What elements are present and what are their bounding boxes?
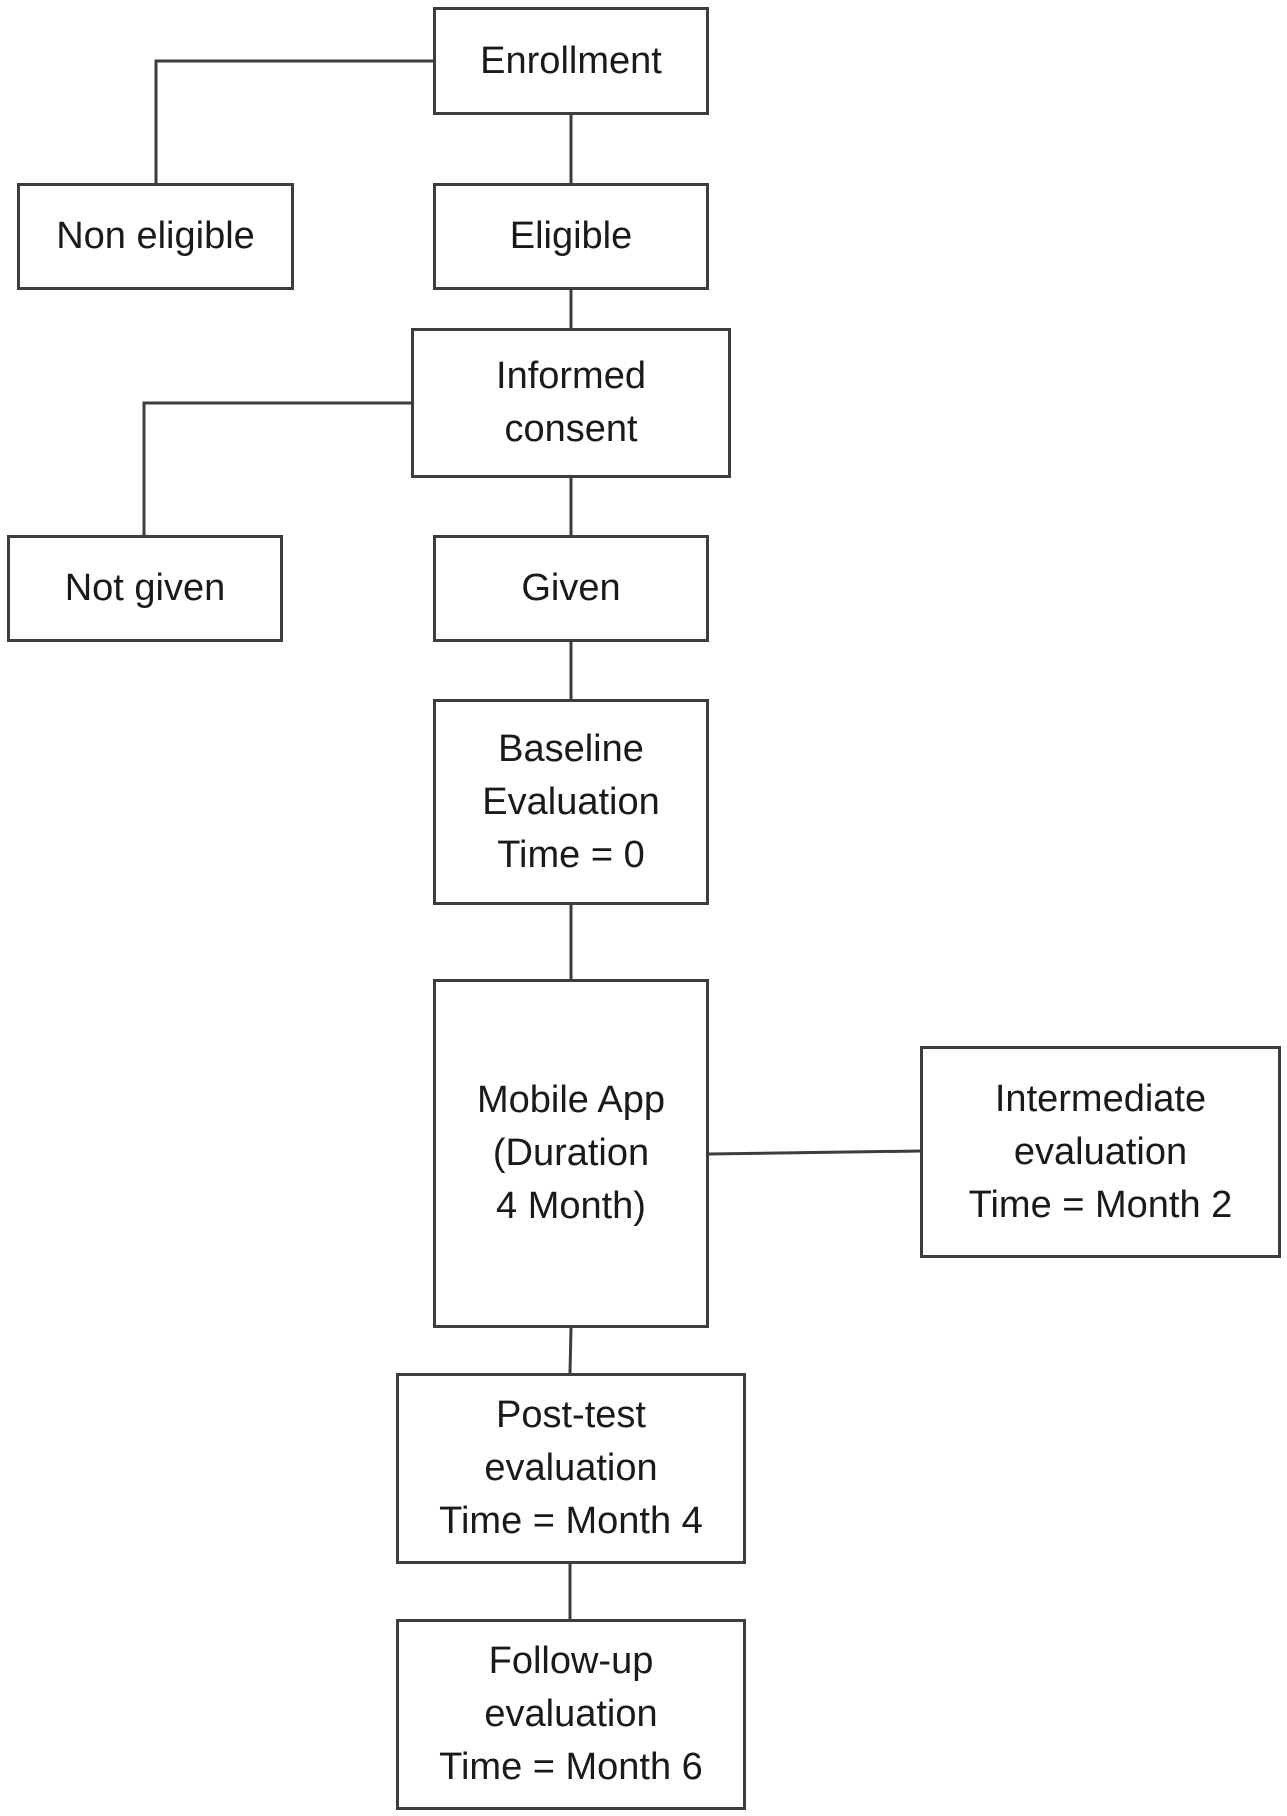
- intermediate-evaluation-box: Intermediate evaluation Time = Month 2: [920, 1046, 1281, 1258]
- given-label: Given: [521, 567, 621, 609]
- connector-mobile-app-intermediate: [707, 1149, 922, 1156]
- non-eligible-box: Non eligible: [17, 183, 294, 290]
- eligible-label: Eligible: [509, 215, 633, 257]
- informed-consent-box: Informed consent: [411, 328, 731, 478]
- connector-mobile-app-post-test: [568, 1326, 573, 1375]
- given-box: Given: [433, 535, 709, 642]
- post-test-evaluation-label: Post-test evaluation Time = Month 4: [439, 1394, 703, 1542]
- baseline-evaluation-label: Baseline Evaluation Time = 0: [482, 727, 660, 876]
- connector-enrollment-non-eligible: [154, 59, 435, 185]
- connector-consent-not-given: [142, 401, 413, 537]
- mobile-app-box: Mobile App (Duration 4 Month): [433, 979, 709, 1328]
- mobile-app-label: Mobile App (Duration 4 Month): [476, 1079, 665, 1227]
- non-eligible-label: Non eligible: [56, 215, 255, 257]
- enrollment-label: Enrollment: [480, 39, 662, 82]
- eligible-box: Eligible: [433, 183, 709, 290]
- not-given-box: Not given: [7, 535, 283, 642]
- follow-up-evaluation-label: Follow-up evaluation Time = Month 6: [439, 1640, 703, 1788]
- informed-consent-label: Informed consent: [496, 355, 646, 450]
- enrollment-box: Enrollment: [433, 7, 709, 115]
- baseline-evaluation-box: Baseline Evaluation Time = 0: [433, 699, 709, 905]
- not-given-label: Not given: [64, 567, 226, 609]
- intermediate-evaluation-label: Intermediate evaluation Time = Month 2: [968, 1077, 1233, 1226]
- follow-up-evaluation-box: Follow-up evaluation Time = Month 6: [396, 1619, 746, 1810]
- post-test-evaluation-box: Post-test evaluation Time = Month 4: [396, 1373, 746, 1564]
